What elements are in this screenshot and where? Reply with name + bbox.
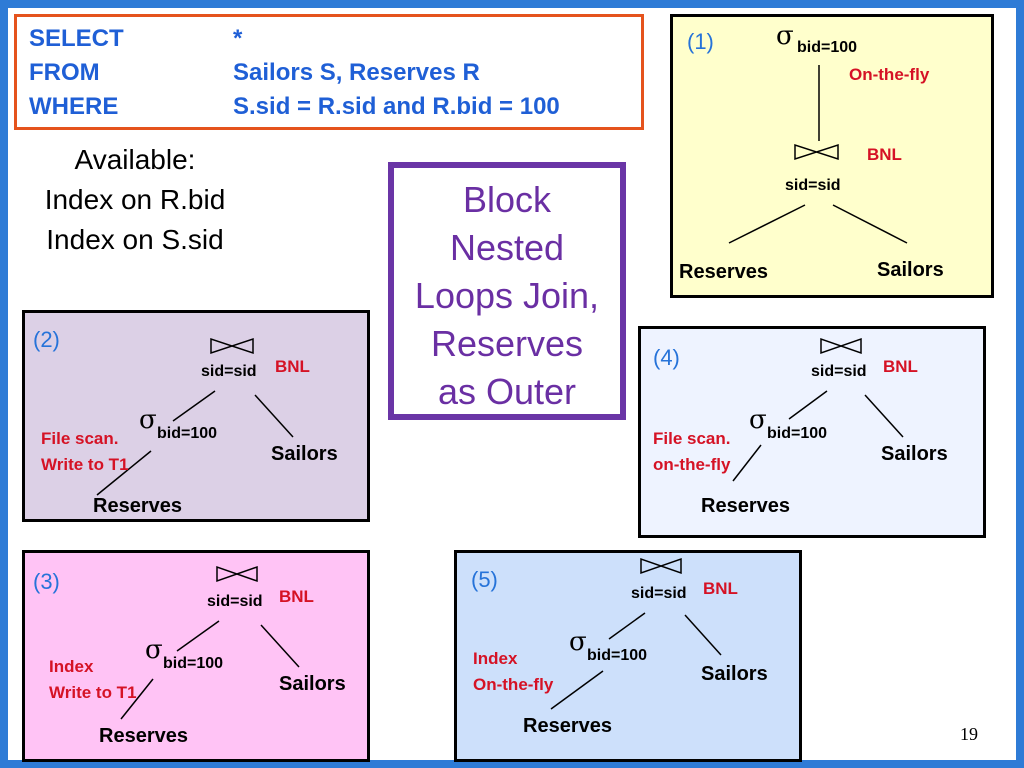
join-icon xyxy=(210,337,254,355)
plan-3-right-leaf: Sailors xyxy=(279,673,346,695)
sql-from-value: Sailors S, Reserves R xyxy=(233,59,480,86)
plan-3-box: (3) sid=sid BNL σ bid=100 Index Write to… xyxy=(22,550,370,762)
plan-1-edges xyxy=(728,65,908,244)
selection-icon: σ xyxy=(569,627,587,657)
plan-2-label: (2) xyxy=(33,327,60,352)
plan-3-bottom-leaf: Reserves xyxy=(99,725,188,747)
plan-1-right-leaf: Sailors xyxy=(877,259,944,281)
selection-icon: σ xyxy=(776,21,794,51)
plan-2-note-2: Write to T1 xyxy=(41,455,129,474)
sql-select-value: * xyxy=(233,25,243,52)
plan-5-select-pred: bid=100 xyxy=(587,647,648,664)
bnl-line-1: Block xyxy=(462,179,552,220)
available-heading: Available: xyxy=(74,144,196,175)
plan-4-bottom-leaf: Reserves xyxy=(701,495,790,517)
plan-4-join-pred: sid=sid xyxy=(811,363,867,380)
plan-4-note-1: File scan. xyxy=(653,429,731,448)
plan-2-note-1: File scan. xyxy=(41,429,119,448)
plan-2-join-pred: sid=sid xyxy=(201,363,257,380)
plan-4-label: (4) xyxy=(653,345,680,370)
sql-where-keyword: WHERE xyxy=(29,93,119,120)
plan-1-join-algo: BNL xyxy=(867,145,902,164)
plan-1-select-pred: bid=100 xyxy=(797,39,858,56)
selection-icon: σ xyxy=(145,635,163,665)
plan-3-note-1: Index xyxy=(49,657,94,676)
sql-query-box: SELECT * FROM Sailors S, Reserves R WHER… xyxy=(14,14,644,130)
selection-icon: σ xyxy=(139,405,157,435)
page-number: 19 xyxy=(960,724,978,744)
plan-1-box: (1) σ bid=100 On-the-fly BNL sid=sid Res… xyxy=(670,14,994,298)
plan-5-join-algo: BNL xyxy=(703,579,738,598)
join-icon xyxy=(794,143,839,161)
plan-2-box: (2) sid=sid BNL σ bid=100 File scan. Wri… xyxy=(22,310,370,522)
plan-4-join-algo: BNL xyxy=(883,357,918,376)
plan-4-box: (4) sid=sid BNL σ bid=100 File scan. on-… xyxy=(638,326,986,538)
plan-2-right-leaf: Sailors xyxy=(271,443,338,465)
plan-1-join-pred: sid=sid xyxy=(785,177,841,194)
bnl-line-2: Nested xyxy=(449,227,565,268)
plan-5-note-1: Index xyxy=(473,649,518,668)
selection-icon: σ xyxy=(749,405,767,435)
plan-5-right-leaf: Sailors xyxy=(701,663,768,685)
bnl-line-3: Loops Join, xyxy=(414,275,600,316)
plan-2-bottom-leaf: Reserves xyxy=(93,495,182,517)
plan-5-note-2: On-the-fly xyxy=(473,675,554,694)
plan-1-select-note: On-the-fly xyxy=(849,65,930,84)
plan-3-label: (3) xyxy=(33,569,60,594)
plan-5-box: (5) sid=sid BNL σ bid=100 Index On-the-f… xyxy=(454,550,802,762)
available-index-ssid: Index on S.sid xyxy=(46,224,224,255)
plan-2-edges xyxy=(96,337,294,496)
plan-4-select-pred: bid=100 xyxy=(767,425,828,442)
bnl-line-4: Reserves xyxy=(430,323,584,364)
join-icon xyxy=(820,337,862,355)
plan-3-select-pred: bid=100 xyxy=(163,655,224,672)
plan-3-join-pred: sid=sid xyxy=(207,593,263,610)
plan-2-join-algo: BNL xyxy=(275,357,310,376)
sql-select-keyword: SELECT xyxy=(29,25,124,52)
bnl-line-5: as Outer xyxy=(437,371,577,412)
sql-where-value: S.sid = R.sid and R.bid = 100 xyxy=(233,93,560,120)
plan-2-select-pred: bid=100 xyxy=(157,425,218,442)
join-icon xyxy=(640,557,682,575)
bnl-title-box: Block Nested Loops Join, Reserves as Out… xyxy=(388,162,626,420)
plan-5-label: (5) xyxy=(471,567,498,592)
plan-3-note-2: Write to T1 xyxy=(49,683,137,702)
plan-5-join-pred: sid=sid xyxy=(631,585,687,602)
plan-3-join-algo: BNL xyxy=(279,587,314,606)
sql-from-keyword: FROM xyxy=(29,59,100,86)
plan-1-label: (1) xyxy=(687,29,714,54)
plan-4-right-leaf: Sailors xyxy=(881,443,948,465)
plan-4-note-2: on-the-fly xyxy=(653,455,731,474)
join-icon xyxy=(216,565,258,583)
plan-1-left-leaf: Reserves xyxy=(679,261,768,283)
available-indexes: Available: Index on R.bid Index on S.sid xyxy=(10,140,260,260)
plan-5-bottom-leaf: Reserves xyxy=(523,715,612,737)
available-index-rbid: Index on R.bid xyxy=(44,184,226,215)
